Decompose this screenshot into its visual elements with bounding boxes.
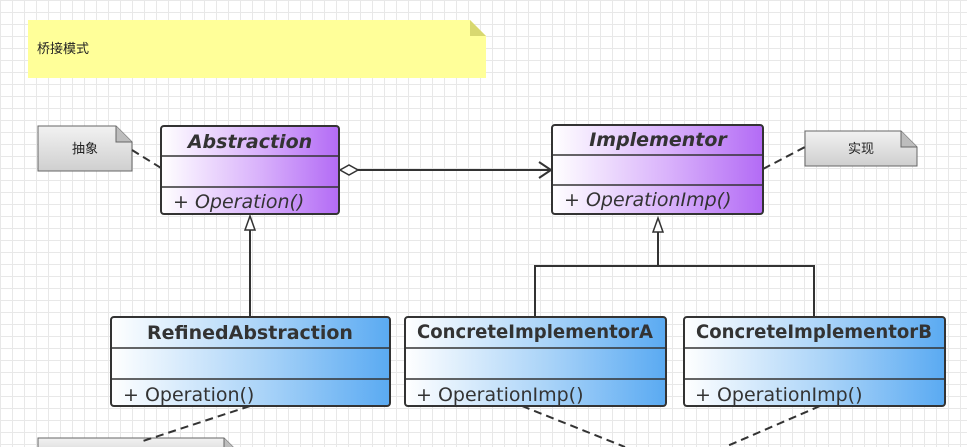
- implementor-note-shape: [804, 130, 918, 167]
- class-concrete-implementor-a-name: ConcreteImplementorA: [417, 321, 653, 343]
- class-implementor-box: [551, 124, 764, 215]
- implementor-note-corner: [900, 131, 917, 148]
- class-concrete-implementor-b-box: [683, 316, 946, 407]
- inheritance-concrete-branch: [534, 265, 815, 317]
- class-abstraction-box: [160, 125, 340, 215]
- class-refined-abstraction[interactable]: RefinedAbstraction + Operation(): [110, 316, 391, 407]
- class-concrete-implementor-a-operation: + OperationImp(): [416, 384, 584, 406]
- class-concrete-implementor-b[interactable]: ConcreteImplementorB + OperationImp(): [683, 316, 946, 407]
- inheritance-refined-arrow-icon: [243, 213, 257, 231]
- concrete-a-note-link: [521, 405, 626, 447]
- class-concrete-implementor-a[interactable]: ConcreteImplementorA + OperationImp(): [404, 316, 667, 407]
- abstraction-note-shape: [37, 125, 133, 172]
- class-abstraction[interactable]: Abstraction + Operation(): [160, 125, 340, 215]
- title-note-text: 桥接模式: [37, 41, 89, 57]
- class-refined-abstraction-operation: + Operation(): [123, 384, 254, 406]
- class-abstraction-operation: + Operation(): [173, 191, 304, 213]
- concrete-b-note-link: [724, 405, 821, 447]
- inheritance-concrete[interactable]: [534, 215, 815, 317]
- title-note[interactable]: 桥接模式: [28, 20, 486, 78]
- implementor-note-text: 实现: [848, 142, 874, 157]
- aggregation-connector[interactable]: [338, 161, 553, 179]
- abstraction-note[interactable]: 抽象: [37, 125, 133, 172]
- title-note-corner: [470, 20, 486, 36]
- class-concrete-implementor-b-name: ConcreteImplementorB: [696, 321, 932, 343]
- implementor-note[interactable]: 实现: [804, 130, 918, 167]
- class-refined-abstraction-name: RefinedAbstraction: [147, 322, 353, 344]
- refined-note-link: [139, 405, 251, 443]
- class-implementor-operation: + OperationImp(): [564, 189, 732, 211]
- class-concrete-implementor-a-box: [404, 316, 667, 407]
- class-implementor-name: Implementor: [589, 129, 728, 151]
- abstraction-note-text: 抽象: [72, 142, 98, 157]
- inheritance-refined[interactable]: [243, 213, 257, 317]
- implementor-note-link: [762, 146, 806, 170]
- bottom-note-corner: [223, 438, 233, 447]
- class-abstraction-name: Abstraction: [186, 131, 312, 153]
- class-concrete-implementor-b-operation: + OperationImp(): [695, 384, 863, 406]
- aggregation-diamond-icon: [338, 164, 360, 176]
- inheritance-concrete-arrow-icon: [651, 215, 665, 233]
- class-implementor[interactable]: Implementor + OperationImp(): [551, 124, 764, 215]
- bottom-note[interactable]: [37, 437, 240, 447]
- class-refined-abstraction-box: [110, 316, 391, 407]
- bottom-note-shape: [37, 437, 234, 447]
- abstraction-note-corner: [115, 126, 132, 143]
- title-note-shape: [28, 20, 486, 78]
- abstraction-note-link: [131, 149, 162, 169]
